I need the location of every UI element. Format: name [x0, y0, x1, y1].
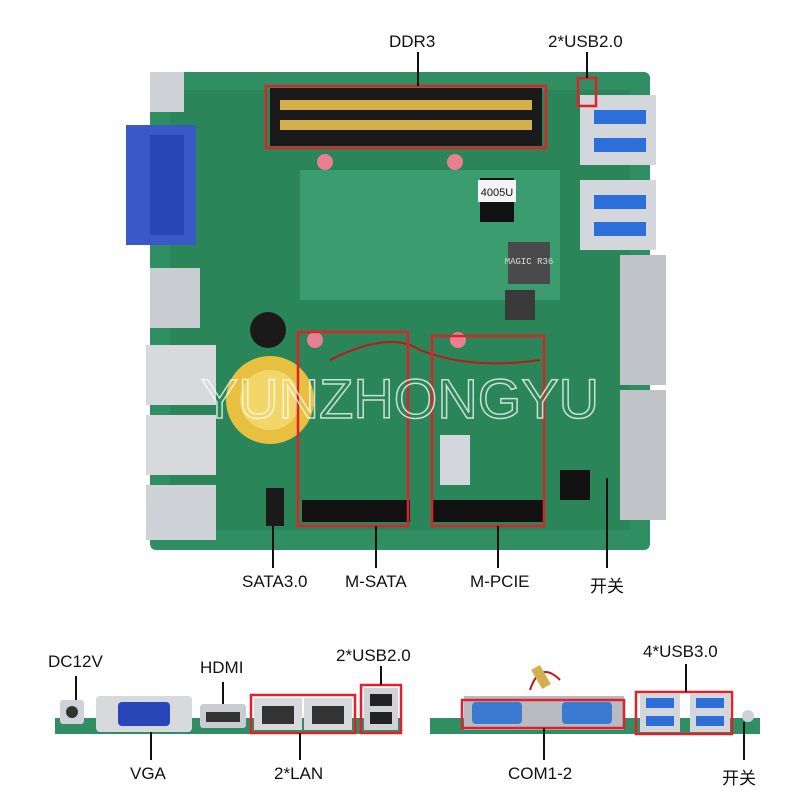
watermark: YUNZHONGYU — [201, 367, 599, 430]
label-usb2-top: 2*USB2.0 — [548, 32, 623, 51]
inductor-text: MAGIC R36 — [505, 257, 554, 267]
ddr3-slot — [270, 88, 542, 146]
com-port-1 — [620, 255, 666, 385]
rear-power-switch — [742, 710, 754, 722]
com-port-2 — [620, 390, 666, 520]
mainboard-top-view: 4005U MAGIC R36 YUNZHONGYU — [126, 52, 666, 568]
buzzer — [250, 312, 286, 348]
msata-slot — [302, 500, 410, 522]
label-vga: VGA — [130, 764, 166, 783]
lan-port-1 — [146, 345, 216, 405]
label-com: COM1-2 — [508, 764, 573, 783]
label-hdmi: HDMI — [200, 658, 244, 677]
msata-highlight — [296, 330, 410, 528]
cpu-sticker — [478, 180, 516, 202]
sata-connector — [266, 488, 284, 526]
rear-io-view-left — [55, 666, 403, 760]
lan-highlight — [249, 693, 357, 735]
rear-io-view-right — [430, 664, 760, 760]
mpcie-slot — [432, 500, 544, 522]
label-msata: M-SATA — [345, 572, 407, 591]
label-usb2-rear: 2*USB2.0 — [336, 646, 411, 665]
label-switch-rear: 开关 — [722, 769, 756, 789]
lan-port-2 — [146, 415, 216, 475]
usb3-highlight — [634, 690, 734, 736]
usb2-rear — [146, 485, 216, 540]
label-mpcie: M-PCIE — [470, 572, 530, 591]
label-dc12v: DC12V — [48, 652, 103, 671]
label-lan: 2*LAN — [274, 764, 324, 783]
hdmi-port — [150, 268, 200, 328]
mpcie-highlight — [430, 334, 546, 528]
label-ddr3: DDR3 — [389, 32, 436, 51]
ddr3-highlight — [264, 84, 548, 150]
inductor — [508, 242, 550, 284]
rear-com-2 — [562, 702, 612, 724]
usb3-port-lower — [580, 180, 656, 250]
sim-slot — [440, 435, 470, 485]
rear-com-1 — [472, 702, 522, 724]
label-usb3: 4*USB3.0 — [643, 642, 718, 661]
label-sata: SATA3.0 — [242, 572, 308, 591]
cpu-label-text: 4005U — [481, 187, 513, 199]
dc-jack — [150, 72, 184, 112]
label-switch-top: 开关 — [590, 577, 624, 597]
